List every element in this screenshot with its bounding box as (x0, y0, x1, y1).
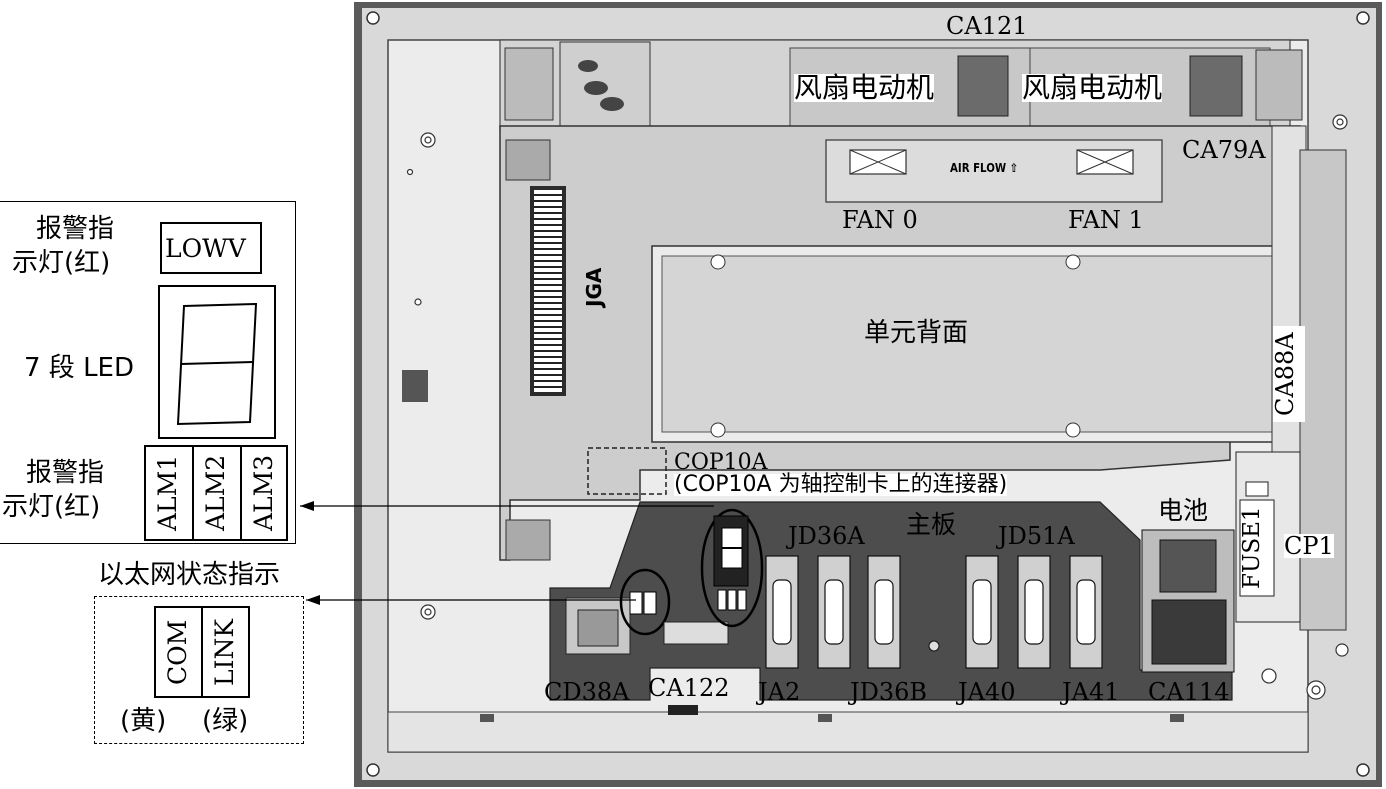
alm3-led: ALM3 (249, 454, 278, 532)
main-board-label: 主板 (906, 510, 957, 539)
cop10a-label: COP10A (674, 450, 768, 475)
alarm-indicator-label-top: 报警指 (36, 214, 115, 244)
ca114-label: CA114 (1148, 678, 1230, 706)
fuse1-label: FUSE1 (1239, 506, 1265, 590)
seven-segment-digit-icon (176, 302, 258, 426)
fan-motor-label-2: 风扇电动机 (1022, 71, 1163, 104)
ethernet-status-title: 以太网状态指示 (98, 560, 281, 590)
cp1-label: CP1 (1284, 532, 1334, 560)
jd36a-label: JD36A (788, 522, 865, 550)
jga-connector-label: JGA (582, 267, 606, 307)
alm1-led: ALM1 (153, 454, 182, 532)
alm2-led: ALM2 (201, 454, 230, 532)
seven-seg-led-label: 7 段 LED (24, 353, 135, 383)
screw-icon (1356, 11, 1370, 25)
lowv-led (160, 222, 262, 274)
alarm-indicator-label-top-2: 示灯(红) (12, 248, 111, 278)
lowv-label: LOWV (165, 234, 246, 263)
alarm-indicator-label-bottom-2: 示灯(红) (2, 492, 101, 522)
cd38a-label: CD38A (544, 678, 630, 706)
ca122-label: CA122 (648, 674, 730, 702)
unit-back-label: 单元背面 (864, 318, 969, 348)
ja40-label: JA40 (958, 678, 1016, 706)
jd36b-label: JD36B (850, 678, 928, 706)
air-flow-label: AIR FLOW ⇧ (950, 161, 1019, 175)
ca79a-label: CA79A (1182, 136, 1266, 164)
fan0-label: FAN 0 (842, 206, 918, 234)
ethernet-legend-panel (94, 596, 304, 744)
ca121-label: CA121 (946, 12, 1028, 40)
led-legend-panel (0, 201, 296, 544)
ca88a-label: CA88A (1271, 326, 1305, 422)
alm-led-group (144, 445, 288, 541)
screw-icon (1356, 763, 1370, 777)
ja2-label: JA2 (758, 678, 801, 706)
link-color-label: (绿) (202, 706, 249, 736)
alarm-indicator-label-bottom: 报警指 (26, 458, 105, 488)
jd51a-label: JD51A (998, 522, 1075, 550)
com-led: COM (163, 619, 192, 685)
link-led: LINK (210, 618, 239, 686)
com-color-label: (黄) (120, 706, 167, 736)
cop10a-note: (COP10A 为轴控制卡上的连接器) (674, 472, 1008, 497)
fan1-label: FAN 1 (1068, 206, 1144, 234)
fan-motor-label-1: 风扇电动机 (794, 71, 935, 104)
ja41-label: JA41 (1062, 678, 1120, 706)
screw-icon (366, 11, 380, 25)
seven-segment-led (158, 285, 276, 439)
battery-label: 电池 (1158, 496, 1209, 525)
screw-icon (366, 763, 380, 777)
